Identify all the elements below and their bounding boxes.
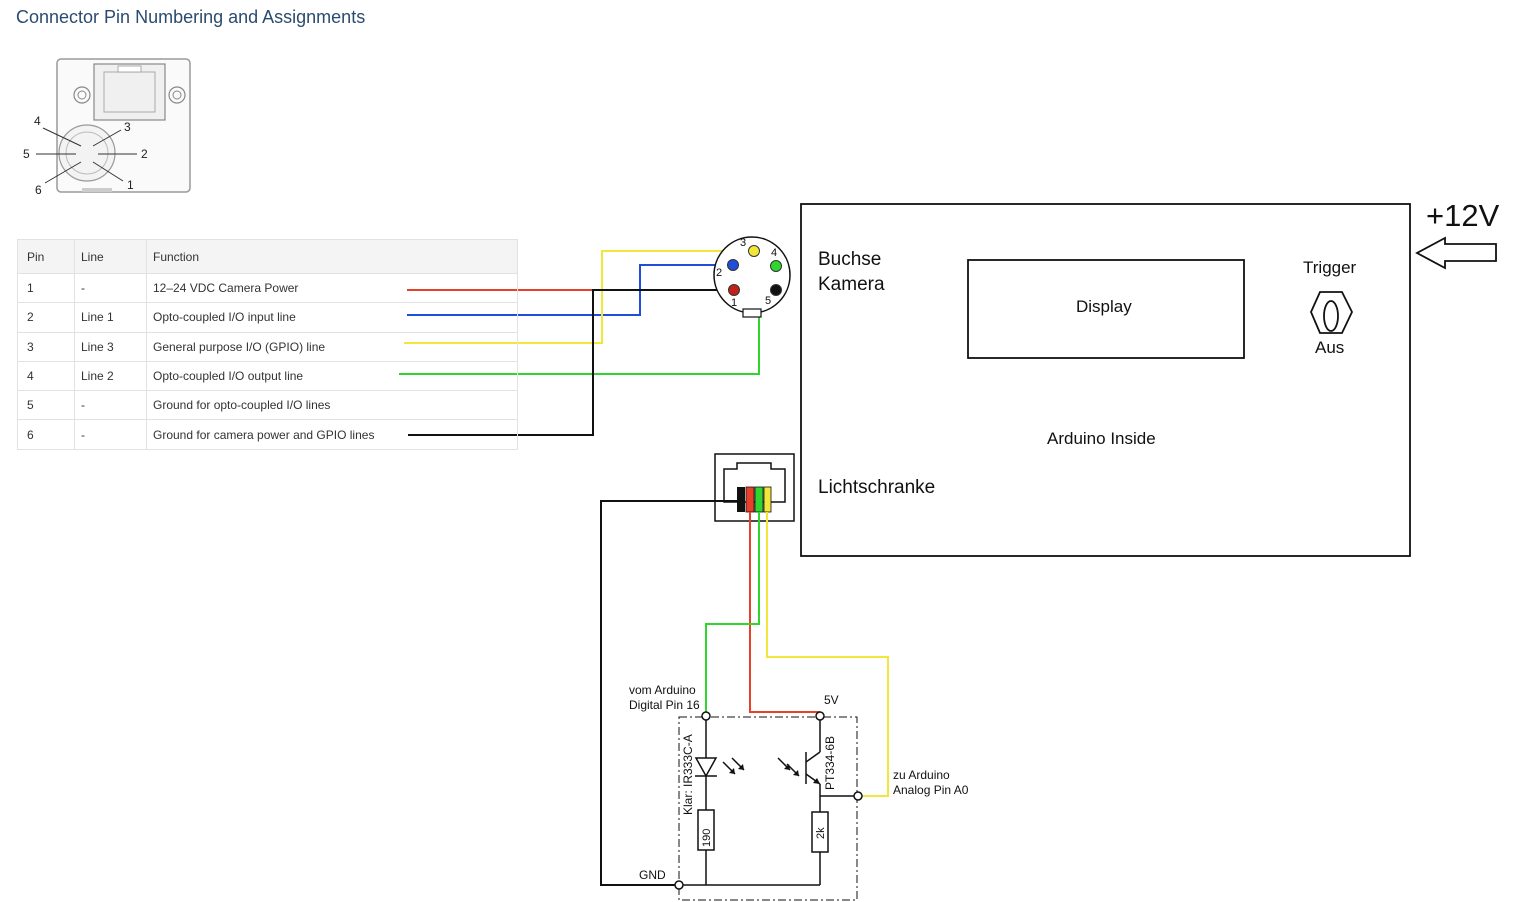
display-box [967,259,1245,359]
camera-pin-label-5: 5 [23,147,30,161]
arduino-inside-label: Arduino Inside [1047,429,1156,448]
buchse-label: Buchse [818,249,882,270]
cell-line: - [74,391,146,420]
gnd-label: GND [639,868,666,882]
socket-pin-label-3: 3 [740,237,746,249]
wire-yellow-gpio [404,250,754,344]
cell-function: General purpose I/O (GPIO) line [146,332,518,361]
cell-function: Ground for opto-coupled I/O lines [146,391,518,420]
header-line: Line [74,240,146,273]
trigger-label: Trigger [1303,258,1357,277]
wire-black-gnd [600,500,741,886]
aus-label: Aus [1315,338,1345,357]
cell-pin: 6 [17,420,74,449]
5v-label: 5V [824,693,839,707]
wire-green-digital [705,512,760,712]
circuit-schematic [680,716,854,886]
cell-function: 12–24 VDC Camera Power [146,274,518,303]
camera-socket [713,236,791,318]
camera-back-illustration [36,58,191,193]
socket-pin-label-4: 4 [771,247,777,259]
socket-pin-label-5: 5 [765,295,771,307]
cell-pin: 4 [17,361,74,391]
wire-black-ground [408,289,776,436]
camera-pin-label-1: 1 [127,178,134,192]
page-title: Connector Pin Numbering and Assignments [16,7,366,27]
table-row: 3 Line 3 General purpose I/O (GPIO) line [17,332,518,362]
cell-line: Line 3 [74,332,146,361]
cell-line: - [74,420,146,449]
led-label: Klar: IR333C-A [681,734,695,815]
wire-red-5v [749,512,820,713]
circuit-nodes [674,711,863,890]
pin-assignment-table: Pin Line Function 1 - 12–24 VDC Camera P… [17,239,518,450]
cell-pin: 5 [17,391,74,420]
table-row: 2 Line 1 Opto-coupled I/O input line [17,303,518,333]
camera-pin-label-2: 2 [141,147,148,161]
cell-function: Opto-coupled I/O input line [146,303,518,332]
camera-pin-label-4: 4 [34,114,41,128]
digital-pin-label: Digital Pin 16 [629,698,700,712]
kamera-label: Kamera [818,274,885,295]
cell-pin: 2 [17,303,74,332]
cell-function: Opto-coupled I/O output line [146,361,518,391]
analog-pin-label: Analog Pin A0 [893,783,969,797]
lichtschranke-label: Lichtschranke [818,477,936,498]
cell-pin: 1 [17,274,74,303]
rj45-socket [714,453,795,522]
wire-yellow-analog [766,512,889,797]
cell-function: Ground for camera power and GPIO lines [146,420,518,449]
socket-pin-label-1: 1 [731,297,737,309]
socket-pin-label-2: 2 [716,267,722,279]
circuit-arrowheads [729,764,820,784]
zu-arduino-label: zu Arduino [893,768,950,782]
table-row: 1 - 12–24 VDC Camera Power [17,274,518,304]
cell-line: Line 1 [74,303,146,332]
transistor-label: PT334-6B [823,736,837,790]
lightbarrier-wires [600,500,889,886]
power-12v-label: +12V [1426,198,1500,233]
table-row: 5 - Ground for opto-coupled I/O lines [17,391,518,421]
cell-line: - [74,274,146,303]
camera-wires [399,250,776,436]
table-row: 4 Line 2 Opto-coupled I/O output line [17,361,518,392]
vom-arduino-label: vom Arduino [629,683,696,697]
resistor-190-label: 190 [701,829,713,847]
resistor-2k-label: 2k [815,827,827,839]
power-arrow-icon [1415,236,1497,270]
table-header: Pin Line Function [17,239,518,274]
header-function: Function [146,240,518,273]
header-pin: Pin [17,240,74,273]
display-label: Display [1076,297,1132,316]
arduino-box [800,203,1411,557]
sensor-module-outline [678,716,858,901]
cell-line: Line 2 [74,361,146,391]
camera-pin-label-3: 3 [124,120,131,134]
cell-pin: 3 [17,332,74,361]
table-row: 6 - Ground for camera power and GPIO lin… [17,420,518,450]
camera-pin-label-6: 6 [35,183,42,197]
toggle-switch-icon [1310,291,1354,334]
